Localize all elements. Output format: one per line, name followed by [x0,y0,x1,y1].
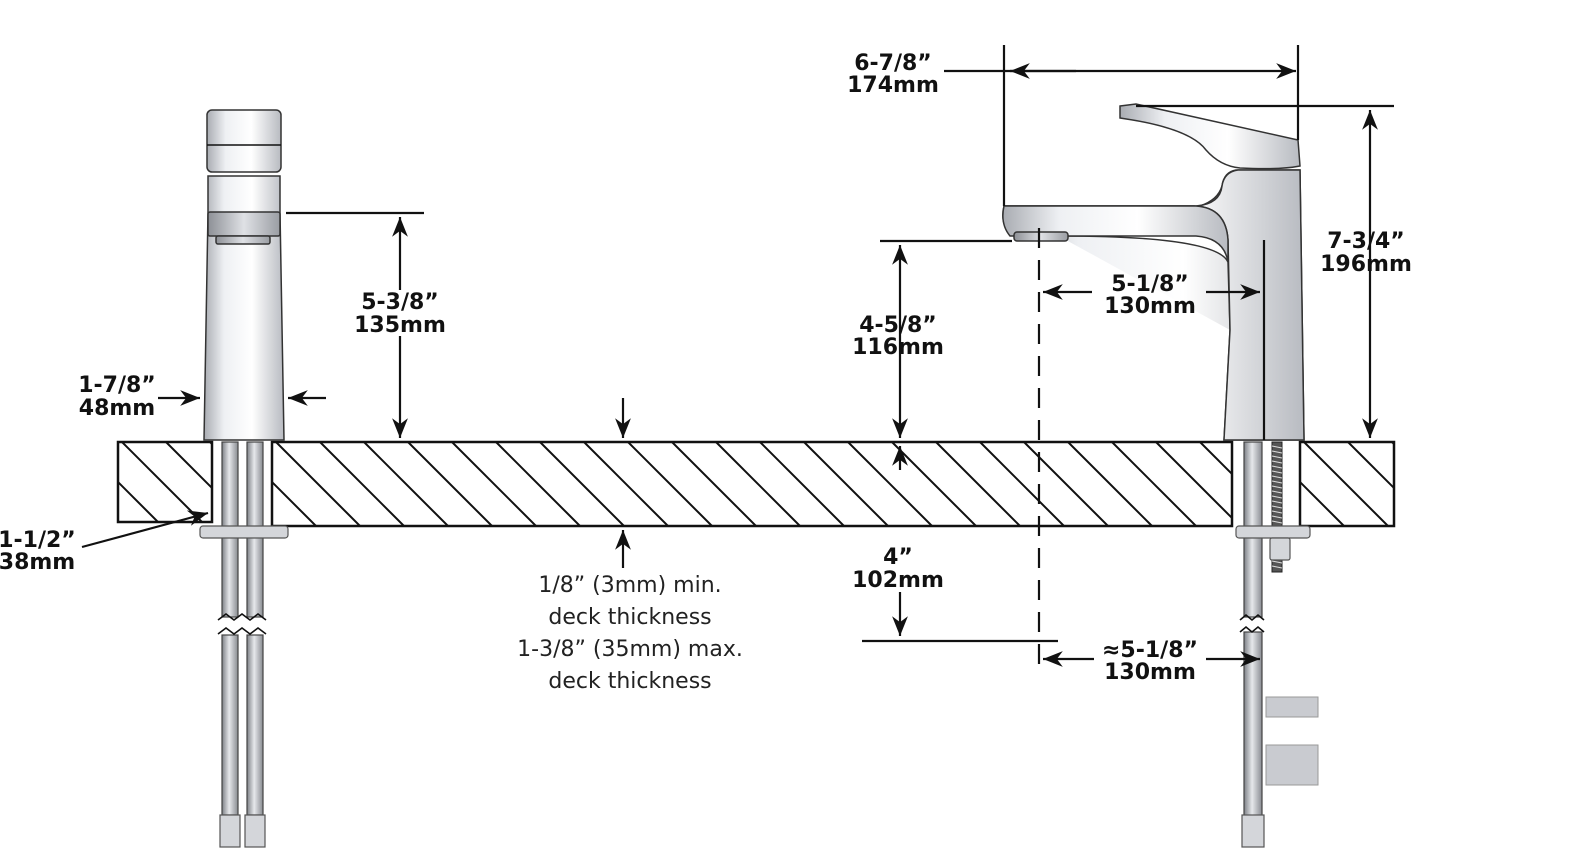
overall-height-metric: 196mm [1320,252,1412,277]
body-height-imperial: 5-3/8” [361,290,439,315]
below-reach-metric: 130mm [1104,660,1196,685]
hole-diameter-imperial: 1-1/2” [0,528,76,553]
spout-reach-imperial: 5-1/8” [1111,272,1189,297]
faucet-side-view [199,109,289,848]
body-width-imperial: 1-7/8” [78,373,156,398]
deck-note-line-3: 1-3/8” (35mm) max. [517,637,743,662]
hole-diameter-metric: 38mm [0,550,75,575]
spout-height-metric: 116mm [852,335,944,360]
faucet-front-view [1002,103,1319,848]
below-reach-imperial: ≈5-1/8” [1102,638,1198,663]
body-height-metric: 135mm [354,313,446,338]
overall-height-imperial: 7-3/4” [1327,229,1405,254]
deck-note-line-4: deck thickness [548,669,711,694]
deck-section [116,440,1396,528]
overall-reach-metric: 174mm [847,73,939,98]
deck-note-line-2: deck thickness [548,605,711,630]
spout-height-imperial: 4-5/8” [859,313,937,338]
below-deck-imperial: 4” [883,545,913,570]
spout-reach-metric: 130mm [1104,294,1196,319]
overall-reach-imperial: 6-7/8” [854,51,932,76]
deck-note-line-1: 1/8” (3mm) min. [538,573,721,598]
dimension-lines [81,45,1394,672]
dimension-labels: 6-7/8” 174mm 7-3/4” 196mm 5-1/8” 130mm 4… [0,51,1412,694]
body-width-metric: 48mm [79,396,155,421]
below-deck-metric: 102mm [852,568,944,593]
